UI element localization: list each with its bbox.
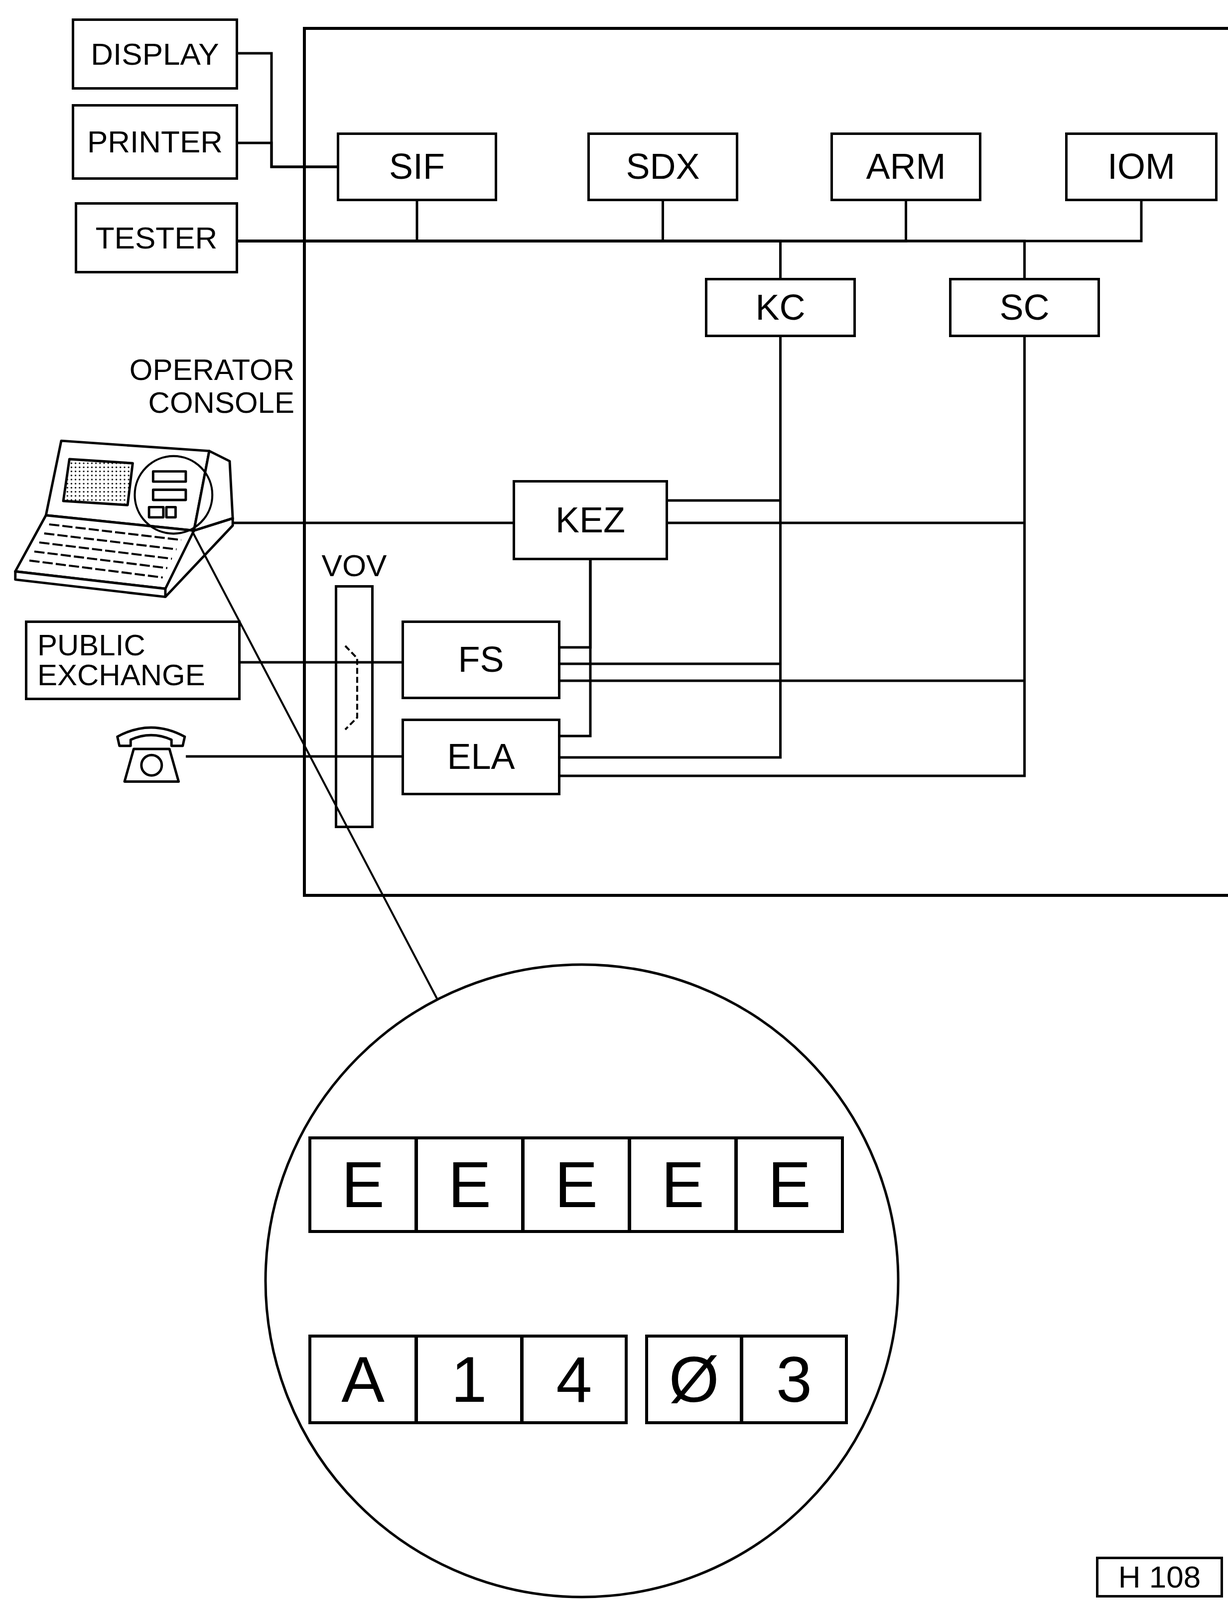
display-cell: 4 bbox=[520, 1335, 628, 1425]
node-label: TESTER bbox=[95, 221, 218, 255]
telephone-handset bbox=[117, 727, 185, 747]
console-screen bbox=[63, 459, 133, 506]
signal-line bbox=[560, 560, 591, 737]
node-label: ARM bbox=[866, 147, 947, 186]
display-character: E bbox=[341, 1151, 385, 1220]
module-box: FS bbox=[401, 620, 561, 700]
keyboard-row bbox=[34, 551, 168, 568]
magnified-display bbox=[265, 964, 899, 1598]
module-box: SIF bbox=[336, 132, 498, 202]
display-character: Ø bbox=[668, 1346, 719, 1415]
signal-line bbox=[560, 337, 1025, 682]
controller-box: SC bbox=[949, 277, 1100, 338]
signal-line bbox=[560, 337, 781, 758]
console-base-edge bbox=[165, 518, 233, 598]
console-indicator bbox=[152, 490, 186, 501]
signal-line bbox=[560, 337, 1025, 777]
vov-bracket bbox=[345, 646, 358, 730]
display-cell: E bbox=[734, 1136, 844, 1234]
node-label: KC bbox=[755, 288, 806, 327]
console-button bbox=[166, 507, 176, 518]
node-label: SDX bbox=[625, 147, 700, 186]
module-box: SDX bbox=[587, 132, 739, 202]
peripheral-box: TESTER bbox=[74, 202, 239, 274]
display-character: A bbox=[341, 1346, 385, 1415]
node-label: SC bbox=[999, 288, 1050, 327]
display-character: E bbox=[767, 1151, 812, 1220]
signal-line bbox=[238, 241, 781, 278]
controller-box: KC bbox=[704, 277, 856, 338]
signal-line bbox=[238, 142, 337, 167]
display-cell: E bbox=[521, 1136, 631, 1234]
display-character: 1 bbox=[450, 1346, 487, 1415]
display-character: E bbox=[554, 1151, 598, 1220]
system-frame bbox=[304, 28, 1228, 896]
display-cell: E bbox=[414, 1136, 525, 1234]
signal-line bbox=[240, 661, 402, 665]
signal-line bbox=[560, 560, 591, 648]
distribution-frame: VOV bbox=[334, 585, 374, 829]
node-label: IOM bbox=[1107, 147, 1176, 186]
display-character: E bbox=[661, 1151, 705, 1220]
telephone-line bbox=[185, 755, 402, 759]
display-character: E bbox=[447, 1151, 492, 1220]
signal-line bbox=[238, 201, 664, 242]
keyboard-rows bbox=[29, 524, 182, 578]
telephone-base bbox=[124, 749, 179, 783]
display-cell: Ø bbox=[645, 1335, 743, 1425]
node-label: FS bbox=[457, 641, 504, 680]
module-box: ARM bbox=[830, 132, 982, 202]
peripheral-box: PRINTER bbox=[71, 104, 239, 180]
display-cell: E bbox=[308, 1136, 418, 1234]
operator-console: OPERATOR CONSOLE bbox=[15, 423, 233, 593]
keyboard-row bbox=[29, 560, 163, 578]
telephone-dial bbox=[141, 755, 162, 776]
signal-line bbox=[560, 337, 781, 665]
signal-line bbox=[238, 201, 417, 242]
node-label: OPERATOR CONSOLE bbox=[30, 353, 295, 420]
signal-line bbox=[668, 337, 781, 501]
module-box: IOM bbox=[1065, 132, 1218, 202]
signal-line bbox=[238, 53, 337, 167]
node-label: KEZ bbox=[555, 501, 626, 540]
signal-line bbox=[668, 337, 1025, 524]
node-label: H 108 bbox=[1118, 1561, 1201, 1594]
node-label: ELA bbox=[446, 738, 515, 777]
display-cell: 1 bbox=[414, 1335, 524, 1425]
node-label: PRINTER bbox=[87, 125, 223, 158]
signal-line bbox=[238, 201, 907, 242]
display-character: 3 bbox=[776, 1346, 813, 1415]
signal-line bbox=[238, 241, 1025, 278]
display-character: 4 bbox=[555, 1346, 592, 1415]
figure-number: H 108 bbox=[1095, 1557, 1224, 1599]
module-box: KEZ bbox=[512, 480, 669, 561]
node-label: VOV bbox=[321, 549, 388, 582]
keyboard-row bbox=[44, 533, 177, 550]
display-cell: E bbox=[628, 1136, 738, 1234]
magnifier-leader bbox=[192, 531, 437, 999]
console-button bbox=[148, 507, 164, 518]
signal-line bbox=[238, 201, 1142, 242]
node-label: DISPLAY bbox=[90, 37, 219, 71]
module-box: ELA bbox=[401, 718, 561, 796]
peripheral-box: DISPLAY bbox=[71, 18, 239, 90]
signal-line bbox=[232, 522, 513, 525]
operator-console-drawing bbox=[15, 440, 233, 782]
node-label: PUBLIC EXCHANGE bbox=[37, 630, 229, 691]
external-box: PUBLIC EXCHANGE bbox=[24, 620, 241, 701]
console-indicator bbox=[152, 471, 186, 482]
node-label: SIF bbox=[389, 147, 445, 186]
magnifier-circle bbox=[134, 456, 213, 535]
console-side bbox=[193, 451, 233, 532]
display-cell: 3 bbox=[740, 1335, 848, 1425]
display-cell: A bbox=[308, 1335, 418, 1425]
keyboard-row bbox=[39, 542, 172, 559]
